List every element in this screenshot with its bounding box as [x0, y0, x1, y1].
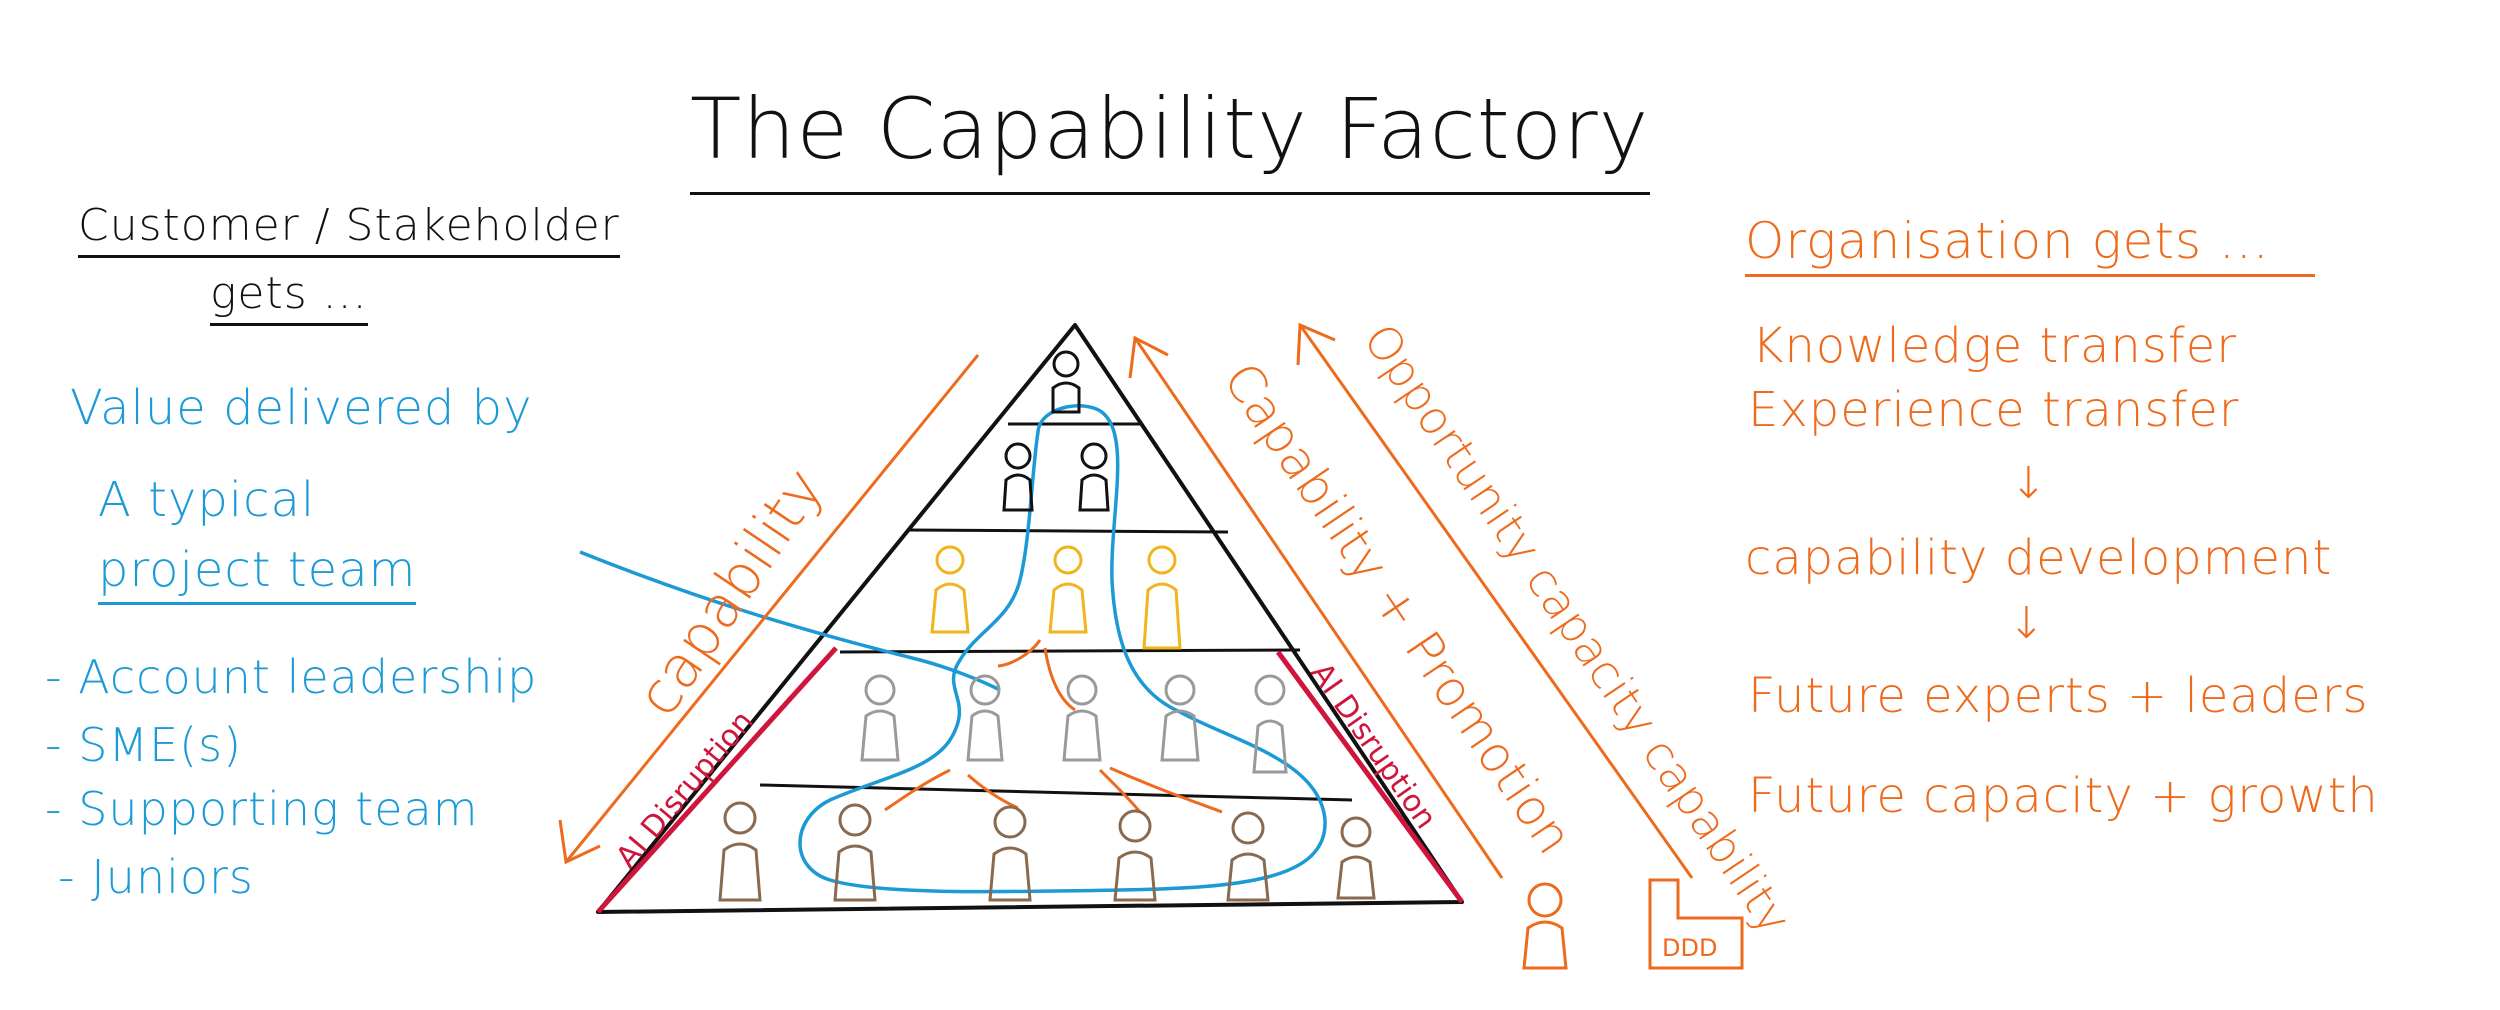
value-delivered-text: Value delivered by [70, 380, 533, 436]
level-line [839, 648, 1301, 654]
down-arrow-icon: ↓ [2010, 458, 2048, 509]
flow-arrow [884, 768, 951, 812]
future-experts-text: Future experts + leaders [1748, 668, 2369, 724]
person-icon [1062, 674, 1102, 762]
person-icon [1113, 809, 1157, 902]
opportunity-arrow [1298, 324, 1694, 879]
flow-arrow [1043, 647, 1076, 712]
person-icon [1078, 442, 1110, 512]
person-icon [718, 801, 762, 902]
person-icon [930, 545, 970, 634]
typical-team-line2: project team [98, 542, 417, 605]
knowledge-transfer-text: Knowledge transfer [1752, 318, 2238, 374]
ai-disruption-edge-left [596, 646, 838, 914]
person-icon [833, 803, 877, 902]
person-icon [1142, 545, 1182, 650]
pyramid-outline [596, 323, 1464, 914]
flow-arrow [997, 639, 1042, 668]
arrowhead-icon [558, 819, 601, 865]
flow-arrow [1098, 768, 1142, 813]
ai-disruption-edge-right [1275, 650, 1465, 904]
team-list-item: - Account leadership [45, 650, 538, 704]
value-delivered-pointer [579, 550, 1001, 692]
building-icon [1648, 878, 1744, 970]
building-windows-label: DDD [1662, 934, 1717, 962]
person-icon [1048, 545, 1088, 634]
ai-disruption-label-left: AI Disruption [609, 704, 760, 875]
person-icon [860, 674, 900, 762]
capability-arrow-left [564, 354, 980, 863]
page-title: The Capability Factory [690, 80, 1650, 195]
person-icon [1051, 350, 1081, 414]
person-icon [1336, 816, 1376, 900]
customer-heading: Customer / Stakeholder [78, 200, 620, 258]
arrowhead-icon [1128, 335, 1169, 379]
organisation-heading: Organisation gets ... [1745, 212, 2315, 277]
team-list-item: - Supporting team [45, 782, 479, 836]
typical-team-line1: A typical [98, 472, 316, 528]
person-icon [1002, 442, 1034, 512]
team-list-item: - SME(s) [45, 718, 243, 772]
future-capacity-text: Future capacity + growth [1748, 768, 2379, 824]
level-line [907, 528, 1229, 534]
capability-label-left: capability [623, 456, 837, 728]
down-arrow-icon: ↓ [2008, 598, 2046, 649]
person-icon [966, 674, 1004, 762]
person-icon [988, 805, 1032, 902]
arrowhead-icon [1296, 322, 1336, 366]
capability-promotion-arrow [1133, 337, 1504, 879]
person-icon [1522, 882, 1568, 970]
team-list-item: - Juniors [58, 850, 254, 904]
experience-transfer-text: Experience transfer [1748, 382, 2240, 438]
person-icon [1252, 674, 1288, 774]
flow-arrow [1109, 766, 1223, 814]
customer-heading-gets: gets ... [210, 268, 368, 326]
flow-outline [798, 404, 1327, 894]
person-icon [1160, 674, 1200, 762]
person-icon [1226, 811, 1270, 902]
capability-development-text: capability development [1745, 530, 2333, 586]
